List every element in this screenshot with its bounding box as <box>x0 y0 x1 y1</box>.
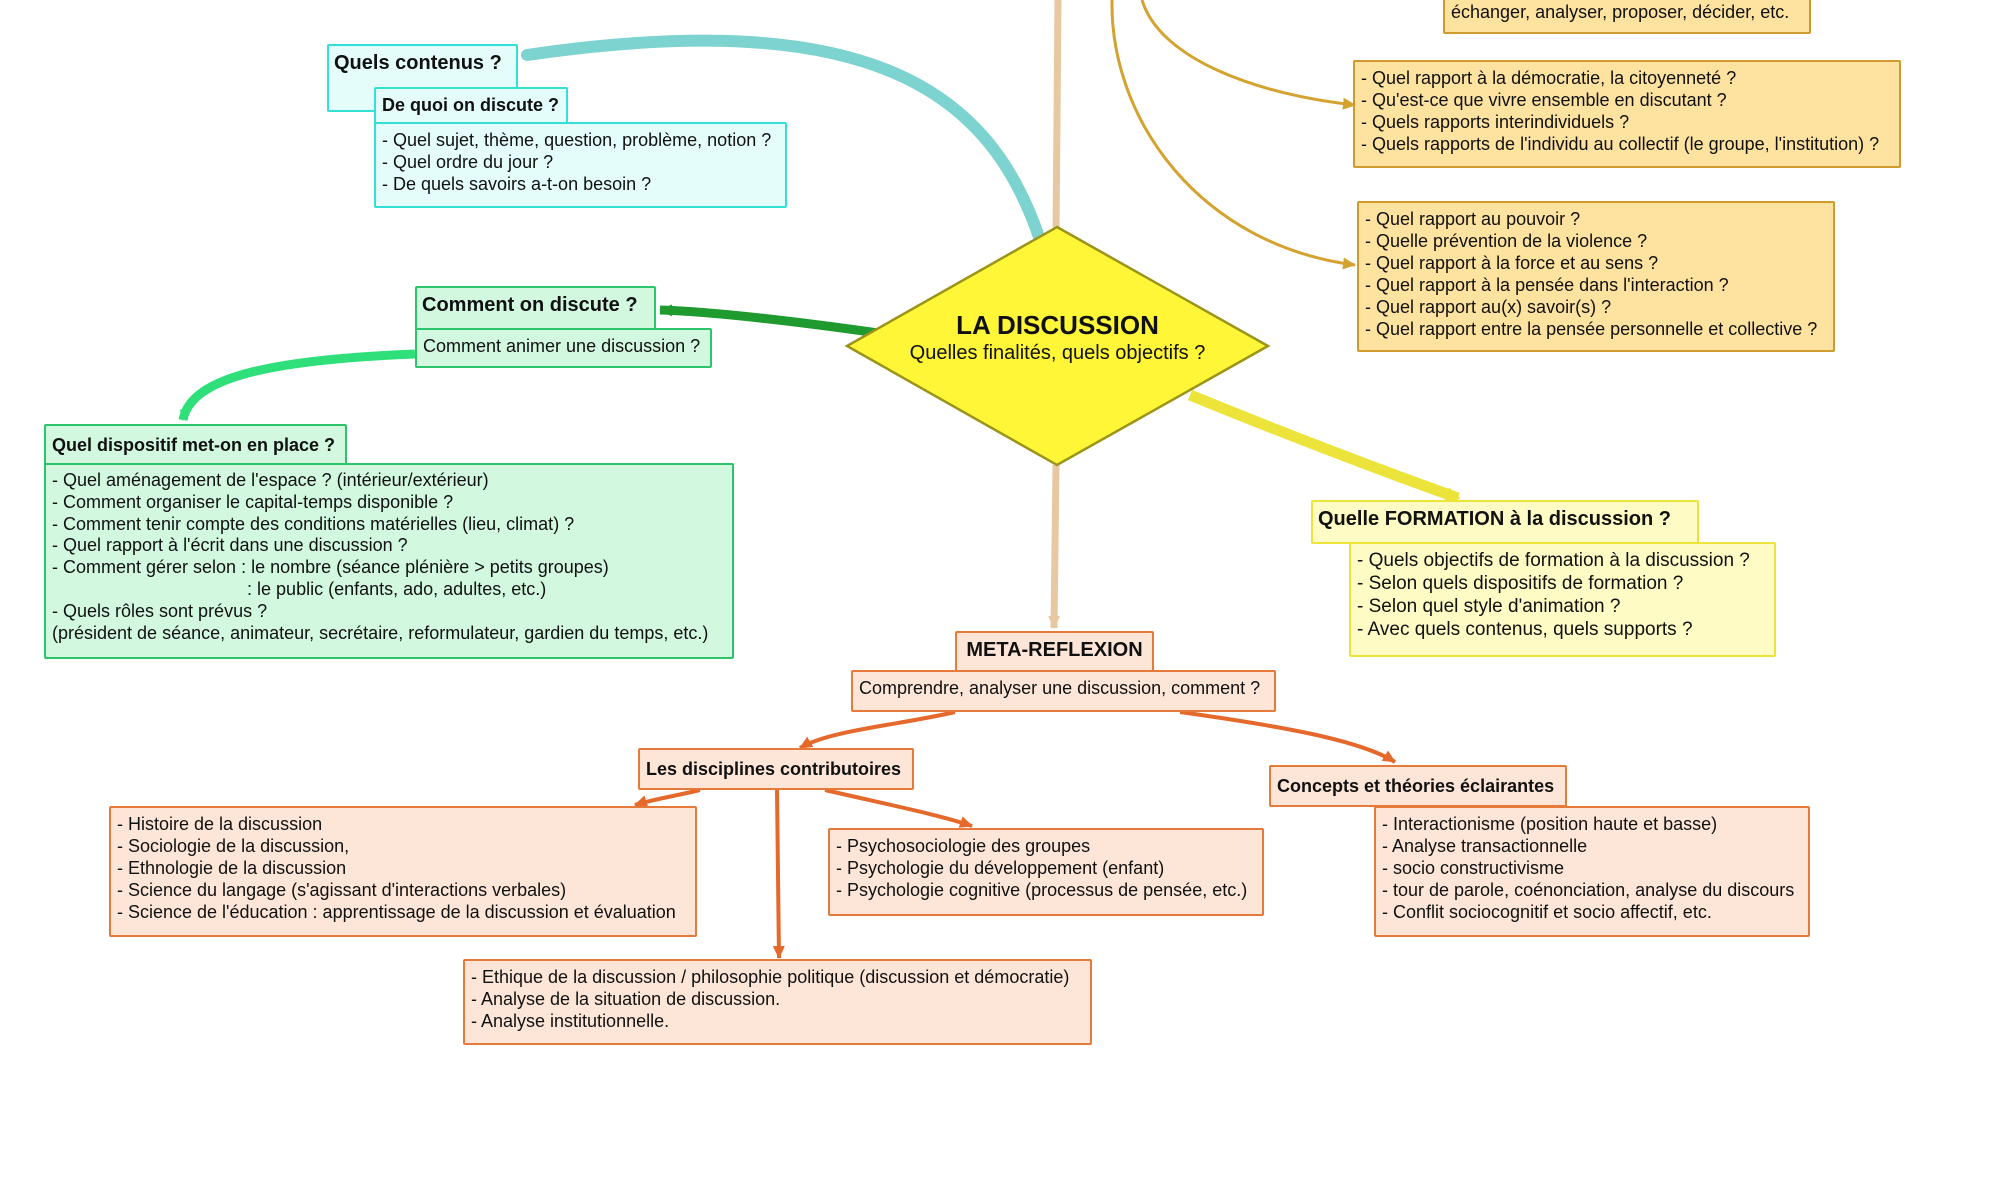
list-item: - Psychosociologie des groupes <box>836 836 1091 856</box>
branch-formation <box>1187 389 1458 504</box>
central-diamond <box>844 225 1271 467</box>
list-item: - Analyse transactionnelle <box>1382 836 1588 856</box>
node-contenus-subtitle-text: De quoi on discute ? <box>382 95 560 115</box>
list-item: - De quels savoirs a-t-on besoin ? <box>382 174 652 194</box>
node-meta[interactable]: META-REFLEXION <box>955 631 1154 673</box>
list-item: - Quels rapports de l'individu au collec… <box>1361 134 1880 154</box>
node-formation-title: Quelle FORMATION à la discussion ? <box>1318 508 1672 530</box>
node-contenus-list[interactable]: - Quel sujet, thème, question, problème,… <box>374 122 787 208</box>
list-item: - Comment organiser le capital-temps dis… <box>52 491 454 512</box>
node-disciplines-title: Les disciplines contributoires <box>646 759 902 779</box>
list-item: : le public (enfants, ado, adultes, etc.… <box>52 578 547 599</box>
list-item: - Quel sujet, thème, question, problème,… <box>382 130 772 150</box>
node-meta-subtitle[interactable]: Comprendre, analyser une discussion, com… <box>851 670 1276 712</box>
list-item: (président de séance, animateur, secréta… <box>52 622 709 643</box>
node-meta-subtitle-text: Comprendre, analyser une discussion, com… <box>859 678 1261 698</box>
node-ethics-list[interactable]: - Ethique de la discussion / philosophie… <box>463 959 1092 1045</box>
list-item: - Quels objectifs de formation à la disc… <box>1357 550 1750 571</box>
list-item: - Science de l'éducation : apprentissage… <box>117 902 676 922</box>
branch-disciplines <box>798 710 956 750</box>
branch-contenus <box>521 34 1046 246</box>
node-comment[interactable]: Comment on discute ? <box>415 286 656 330</box>
node-power[interactable]: - Quel rapport au pouvoir ?- Quelle prév… <box>1357 201 1835 352</box>
branch-dispositif <box>178 349 416 422</box>
list-item: - Analyse institutionnelle. <box>471 1011 670 1031</box>
node-dispositif-title: Quel dispositif met-on en place ? <box>52 435 336 455</box>
list-item: - Psychologie du développement (enfant) <box>836 858 1165 878</box>
node-comment-subtitle[interactable]: Comment animer une discussion ? <box>415 328 712 368</box>
central-title: LA DISCUSSION <box>956 310 1159 340</box>
branch-top-trunk <box>1052 0 1062 236</box>
list-item: - Selon quel style d'animation ? <box>1357 596 1621 617</box>
list-item: - Quel rapport à la force et au sens ? <box>1365 253 1659 273</box>
node-contenus-title: Quels contenus ? <box>334 52 502 74</box>
list-item: - Quel rapport entre la pensée personnel… <box>1365 319 1818 339</box>
list-item: - Quel rapport au pouvoir ? <box>1365 209 1581 229</box>
list-item: - Analyse de la situation de discussion. <box>471 989 781 1009</box>
node-concepts-title: Concepts et théories éclairantes <box>1277 776 1555 796</box>
list-item: - Science du langage (s'agissant d'inter… <box>117 880 567 900</box>
list-item: - Quel rapport au(x) savoir(s) ? <box>1365 297 1612 317</box>
branch-power <box>1110 0 1356 270</box>
branch-ethics <box>772 789 785 959</box>
list-item: - Histoire de la discussion <box>117 814 323 834</box>
list-item: - Comment tenir compte des conditions ma… <box>52 513 575 534</box>
list-item: - Conflit sociocognitif et socio affecti… <box>1382 902 1712 922</box>
list-item: - socio constructivisme <box>1382 858 1565 878</box>
branch-democracy <box>1140 0 1356 110</box>
branch-concepts <box>1179 710 1397 764</box>
node-disciplines[interactable]: Les disciplines contributoires <box>638 748 914 790</box>
central-node[interactable]: LA DISCUSSION Quelles finalités, quels o… <box>845 310 1270 366</box>
node-democracy[interactable]: - Quel rapport à la démocratie, la citoy… <box>1353 60 1901 168</box>
list-item: - Quel ordre du jour ? <box>382 152 554 172</box>
node-partial-top[interactable]: échanger, analyser, proposer, décider, e… <box>1443 0 1811 34</box>
list-item: - Ethnologie de la discussion <box>117 858 347 878</box>
node-dispositif[interactable]: Quel dispositif met-on en place ? <box>44 424 347 466</box>
list-item: - Sociologie de la discussion, <box>117 836 350 856</box>
list-item: - Ethique de la discussion / philosophie… <box>471 967 1070 987</box>
list-item: - Qu'est-ce que vivre ensemble en discut… <box>1361 90 1727 110</box>
node-concepts-list[interactable]: - Interactionisme (position haute et bas… <box>1374 806 1810 937</box>
list-item: - tour de parole, coénonciation, analyse… <box>1382 880 1795 900</box>
list-item: - Quel aménagement de l'espace ? (intéri… <box>52 470 489 490</box>
branch-comment <box>659 304 879 338</box>
list-item: - Selon quels dispositifs de formation ? <box>1357 573 1684 594</box>
branch-history <box>634 788 701 807</box>
list-item: - Quel rapport à la pensée dans l'intera… <box>1365 275 1729 295</box>
node-comment-subtitle-text: Comment animer une discussion ? <box>423 336 701 356</box>
branch-meta <box>1048 464 1061 629</box>
branch-psycho <box>824 788 973 828</box>
list-item: - Quel rapport à la démocratie, la citoy… <box>1361 68 1737 88</box>
list-item: - Avec quels contenus, quels supports ? <box>1357 619 1693 640</box>
node-psycho-list[interactable]: - Psychosociologie des groupes- Psycholo… <box>828 828 1264 916</box>
node-dispositif-list[interactable]: - Quel aménagement de l'espace ? (intéri… <box>44 463 734 659</box>
list-item: - Quelle prévention de la violence ? <box>1365 231 1648 251</box>
node-meta-title: META-REFLEXION <box>966 639 1143 661</box>
list-item: - Quels rôles sont prévus ? <box>52 600 268 621</box>
list-item: - Interactionisme (position haute et bas… <box>1382 814 1718 834</box>
list-item: - Quel rapport à l'écrit dans une discus… <box>52 535 408 556</box>
list-item: - Comment gérer selon : le nombre (séanc… <box>52 557 609 578</box>
list-item: - Quels rapports interindividuels ? <box>1361 112 1630 132</box>
node-comment-title: Comment on discute ? <box>422 294 638 316</box>
node-formation[interactable]: Quelle FORMATION à la discussion ? <box>1311 500 1699 544</box>
list-item: - Psychologie cognitive (processus de pe… <box>836 880 1248 900</box>
node-partial-text: échanger, analyser, proposer, décider, e… <box>1451 2 1790 22</box>
node-concepts[interactable]: Concepts et théories éclairantes <box>1269 765 1567 807</box>
node-history-list[interactable]: - Histoire de la discussion- Sociologie … <box>109 806 697 937</box>
node-formation-list[interactable]: - Quels objectifs de formation à la disc… <box>1349 542 1776 657</box>
node-contenus-subtitle[interactable]: De quoi on discute ? <box>374 87 568 125</box>
central-subtitle: Quelles finalités, quels objectifs ? <box>909 342 1206 364</box>
